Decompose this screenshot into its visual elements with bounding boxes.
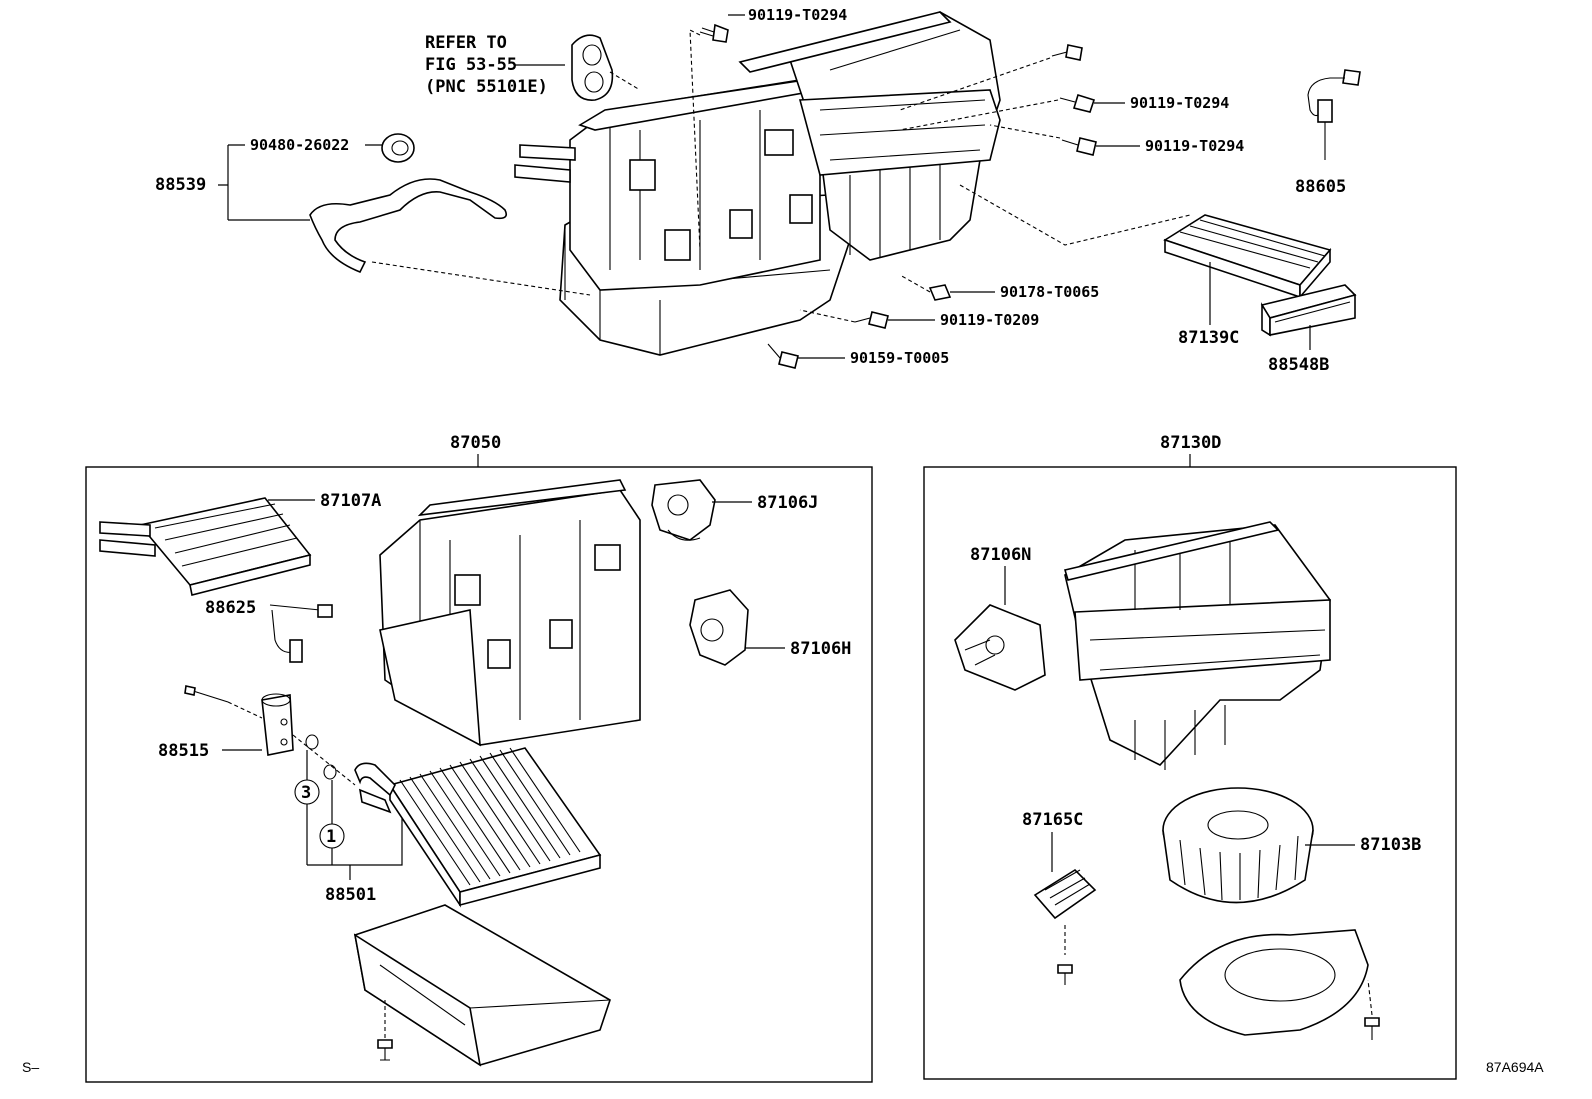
filter-cover-icon: [1260, 284, 1357, 337]
evaporator-icon: [354, 747, 602, 908]
air-filter-icon: [1163, 214, 1332, 300]
label-servo-n: 87106N: [970, 545, 1031, 565]
label-hose: 88539: [155, 175, 206, 195]
heater-case-icon: [379, 479, 641, 747]
label-filter-element: 87139C: [1178, 328, 1239, 348]
nut-icon: [928, 284, 952, 301]
o-ring-small-icon: [323, 764, 337, 780]
label-bolt-lower-3: 90159-T0005: [850, 349, 949, 367]
label-filter-cover: 88548B: [1268, 355, 1329, 375]
label-bolt-lower-2: 90119-T0209: [940, 311, 1039, 329]
drawing-code: 87A694A: [1486, 1059, 1544, 1075]
right-box-frame: [923, 466, 1457, 1080]
label-nut-lower: 90178-T0065: [1000, 283, 1099, 301]
label-evaporator: 88501: [325, 885, 376, 905]
bolt-right-2-icon: [1061, 137, 1097, 156]
blower-motor-icon: [1162, 787, 1314, 904]
bolt-right-top-icon: [1051, 44, 1083, 61]
label-resistor: 87165C: [1022, 810, 1083, 830]
expansion-valve-icon: [184, 685, 294, 756]
left-box-title: 87050: [450, 433, 501, 453]
blower-case-icon: [1063, 521, 1331, 770]
thermistor-icon: [269, 604, 333, 663]
servo-motor-j-icon: [651, 479, 716, 541]
label-grommet: 90480-26022: [250, 136, 349, 154]
label-servo-h: 87106H: [790, 639, 851, 659]
bolt-right-1-icon: [1059, 93, 1096, 113]
label-thermistor: 88625: [205, 598, 256, 618]
label-bolt-right-2: 90119-T0294: [1145, 137, 1244, 155]
footer-left-mark: S–: [22, 1059, 39, 1075]
o-ring-large-icon: [305, 734, 319, 750]
bolt-lower-3-icon: [767, 343, 799, 369]
lower-case-cover-icon: [353, 904, 611, 1067]
refer-note-line1: REFER TO: [425, 33, 507, 53]
drain-hose-icon: [309, 178, 508, 274]
label-blower-motor: 87103B: [1360, 835, 1421, 855]
wire-harness-icon: [1307, 69, 1361, 160]
refer-note-line3: (PNC 55101E): [425, 77, 548, 97]
screw-right-box-icon: [1364, 1017, 1380, 1040]
label-servo-j: 87106J: [757, 493, 818, 513]
servo-motor-h-icon: [689, 589, 749, 666]
label-bolt-upper-center: 90119-T0294: [748, 6, 847, 24]
label-wire-harness-top: 88605: [1295, 177, 1346, 197]
refer-note-line2: FIG 53-55: [425, 55, 517, 75]
blower-lower-case-icon: [1179, 929, 1369, 1036]
right-box-title: 87130D: [1160, 433, 1221, 453]
bolt-upper-center-icon: [699, 23, 729, 43]
grommet-icon: [381, 133, 415, 163]
label-o-ring-small: 1: [326, 827, 336, 847]
screw-left-box-icon: [377, 1039, 393, 1061]
label-bolt-right-1: 90119-T0294: [1130, 94, 1229, 112]
heater-core-icon: [99, 497, 312, 596]
left-box-frame: [85, 466, 873, 1083]
label-heater-core: 87107A: [320, 491, 381, 511]
label-expansion-valve: 88515: [158, 741, 209, 761]
blower-resistor-icon: [1033, 868, 1097, 920]
seal-refer-part-illustration: [571, 34, 614, 101]
bolt-lower-2-icon: [854, 311, 889, 329]
screw-resistor-icon: [1057, 964, 1073, 985]
label-o-ring-large: 3: [301, 783, 311, 803]
servo-motor-n-icon: [954, 604, 1046, 691]
hvac-unit-assembly-illustration: [514, 11, 1001, 356]
